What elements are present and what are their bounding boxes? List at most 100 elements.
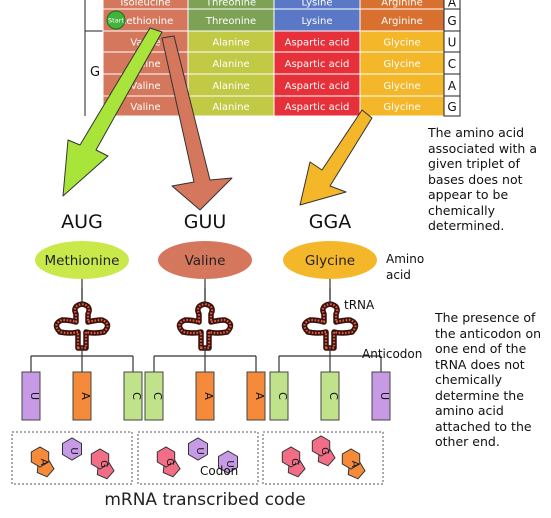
nucleotide-pentagon-icon bbox=[90, 448, 115, 480]
mrna-base-label: G bbox=[319, 447, 330, 455]
anticodon-base bbox=[371, 371, 391, 421]
amino-acid-ellipse bbox=[158, 241, 252, 279]
nucleotide-ring bbox=[311, 435, 331, 457]
mrna-codon-box bbox=[262, 431, 384, 485]
trna-glyph-icon bbox=[176, 288, 234, 351]
anticodon-base-label: A bbox=[79, 392, 92, 400]
table-cell-label: Lysine bbox=[301, 0, 332, 9]
anticodon-base-label: U bbox=[28, 392, 41, 400]
table-cell-label: Glycine bbox=[383, 59, 420, 70]
trna-beads bbox=[178, 302, 232, 350]
table-cell-label: Alanine bbox=[212, 38, 249, 49]
trna-glyph-icon bbox=[53, 288, 111, 351]
nucleotide-pentagon-icon bbox=[281, 446, 306, 478]
third-base-label: G bbox=[447, 14, 456, 28]
nucleotide-ring bbox=[62, 437, 82, 461]
note-anticodon-presence: The presence of the anticodon on one end… bbox=[435, 310, 542, 449]
nucleotide-ring bbox=[90, 448, 110, 470]
table-cell-label: Glycine bbox=[383, 81, 420, 92]
table-cell-label: Alanine bbox=[212, 59, 249, 70]
arrow-methionine bbox=[62, 27, 163, 197]
third-base-cell bbox=[443, 95, 461, 117]
third-base-label: A bbox=[448, 79, 457, 93]
table-cell-label: Aspartic acid bbox=[285, 102, 350, 113]
nucleotide-ring bbox=[156, 446, 176, 468]
label-codon: Codon bbox=[200, 464, 238, 478]
table-cell-label: Arginine bbox=[381, 16, 423, 27]
nucleotide-ring bbox=[218, 450, 238, 474]
table-cell-label: Aspartic acid bbox=[285, 81, 350, 92]
first-base-label: G bbox=[90, 65, 100, 80]
table-cell-label: Alanine bbox=[212, 102, 249, 113]
mrna-base-label: A bbox=[349, 461, 360, 468]
table-cell-label: Glycine bbox=[383, 102, 420, 113]
anticodon-base-label: A bbox=[253, 392, 266, 400]
label-anticodon: Anticodon bbox=[362, 347, 422, 361]
third-base-label: G bbox=[447, 100, 456, 114]
mrna-codon-box bbox=[137, 431, 259, 485]
label-trna: tRNA bbox=[344, 298, 375, 312]
codon-aug: AUG bbox=[61, 211, 103, 233]
amino-acid-ellipse bbox=[283, 241, 377, 279]
nucleotide-ring bbox=[341, 448, 361, 470]
codon-guu: GUU bbox=[184, 211, 227, 233]
anticodon-base bbox=[269, 371, 289, 421]
mrna-base-label: G bbox=[98, 460, 109, 468]
mrna-base-label: G bbox=[164, 458, 175, 466]
table-cell-label: Valine bbox=[130, 59, 160, 70]
table-cell-label: Methionine bbox=[118, 16, 174, 27]
anticodon-base bbox=[144, 371, 164, 421]
third-base-label: U bbox=[448, 36, 457, 50]
amino-acid-name: Valine bbox=[185, 253, 226, 269]
trna-outline bbox=[176, 301, 234, 351]
table-cell-label: Aspartic acid bbox=[285, 59, 350, 70]
selection-arrows bbox=[62, 27, 373, 211]
nucleotide-pentagon-icon bbox=[156, 446, 181, 478]
anticodon-base-label: U bbox=[378, 392, 391, 400]
nucleotide-hexagon-icon bbox=[62, 437, 82, 461]
anticodon-base-label: A bbox=[202, 392, 215, 400]
table-cell-label: Aspartic acid bbox=[285, 38, 350, 49]
anticodon-base bbox=[123, 371, 143, 421]
amino-acid-name: Methionine bbox=[45, 253, 120, 269]
codon-labels: AUG Methionine GUU Valine GGA Glycine bbox=[35, 211, 377, 279]
table-cell-label: Glycine bbox=[383, 38, 420, 49]
arrow-glycine bbox=[299, 109, 373, 206]
nucleotide-pentagon-icon bbox=[30, 446, 55, 478]
amino-acid-ellipse bbox=[35, 241, 129, 279]
third-base-label: C bbox=[448, 57, 456, 71]
nucleotide-ring bbox=[188, 437, 208, 461]
trna-outline bbox=[53, 301, 111, 351]
trna-glyph-icon bbox=[301, 288, 359, 351]
label-acid: acid bbox=[386, 268, 411, 282]
nucleotide-ring bbox=[30, 446, 50, 468]
label-amino: Amino bbox=[386, 252, 424, 266]
amino-acid-name: Glycine bbox=[305, 253, 355, 269]
anticodon-base-label: C bbox=[327, 392, 340, 400]
anticodon-base-label: C bbox=[276, 392, 289, 400]
table-cell-label: Valine bbox=[130, 81, 160, 92]
third-base-label: A bbox=[448, 0, 457, 10]
mrna-base-label: A bbox=[38, 459, 49, 466]
table-cell-label: Isoleucine bbox=[120, 0, 170, 9]
start-marker-label: Start bbox=[108, 17, 124, 25]
nucleotide-ring bbox=[281, 446, 301, 468]
anticodon-base bbox=[21, 371, 41, 421]
table-cell-label: Arginine bbox=[381, 0, 423, 9]
note-amino-acid-association: The amino acid associated with a given t… bbox=[428, 125, 537, 233]
start-marker-icon bbox=[106, 10, 126, 30]
mrna-base-label: U bbox=[68, 447, 79, 454]
codon-gga: GGA bbox=[309, 211, 351, 233]
trna-beads bbox=[303, 302, 357, 350]
footer-caption: mRNA transcribed code bbox=[104, 490, 306, 510]
table-cell-label: Valine bbox=[130, 102, 160, 113]
anticodon-base bbox=[320, 371, 340, 421]
anticodon-base-label: C bbox=[151, 392, 164, 400]
anticodon-base-label: C bbox=[130, 392, 143, 400]
arrow-valine bbox=[161, 35, 233, 211]
anticodon-base bbox=[72, 371, 92, 421]
